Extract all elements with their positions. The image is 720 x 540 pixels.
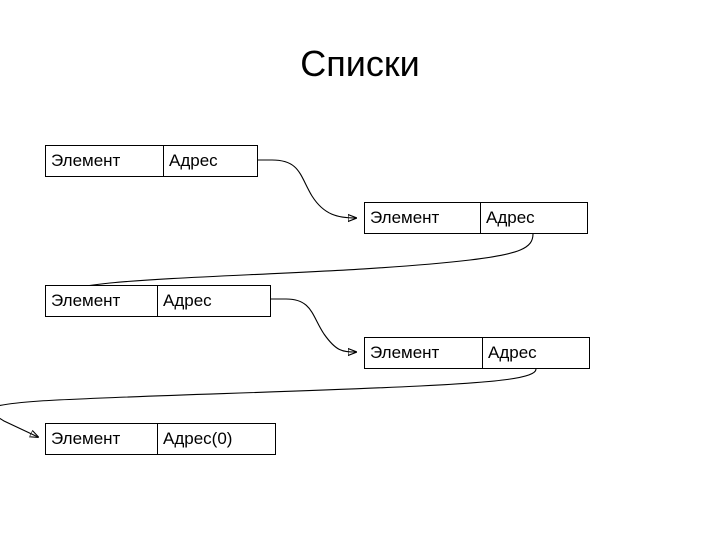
- page-title: Списки: [300, 43, 420, 84]
- node-pointer-cell: Адрес: [488, 343, 537, 362]
- list-node[interactable]: Элемент Адрес: [45, 285, 271, 317]
- connector-link-1-to-2: [258, 159, 356, 218]
- node-data-cell: Элемент: [46, 286, 158, 316]
- node-data-cell: Элемент: [46, 424, 158, 454]
- list-node[interactable]: Элемент Адрес: [364, 337, 590, 369]
- node-data-cell: Элемент: [46, 146, 164, 176]
- list-node[interactable]: Элемент Адрес: [364, 202, 588, 234]
- connector-link-4-to-5: [0, 368, 537, 407]
- node-pointer-cell: Адрес: [163, 291, 212, 310]
- list-node[interactable]: Элемент Адрес(0): [45, 423, 276, 455]
- list-node[interactable]: Элемент Адрес: [45, 145, 258, 177]
- connector-link-4-to-5-return: [0, 417, 38, 437]
- connector-link-3-to-4: [271, 298, 356, 352]
- node-data-cell: Элемент: [365, 338, 483, 368]
- node-pointer-cell: Адрес(0): [163, 429, 233, 448]
- node-pointer-cell: Адрес: [169, 151, 218, 170]
- node-pointer-cell: Адрес: [486, 208, 535, 227]
- node-data-cell: Элемент: [365, 203, 481, 233]
